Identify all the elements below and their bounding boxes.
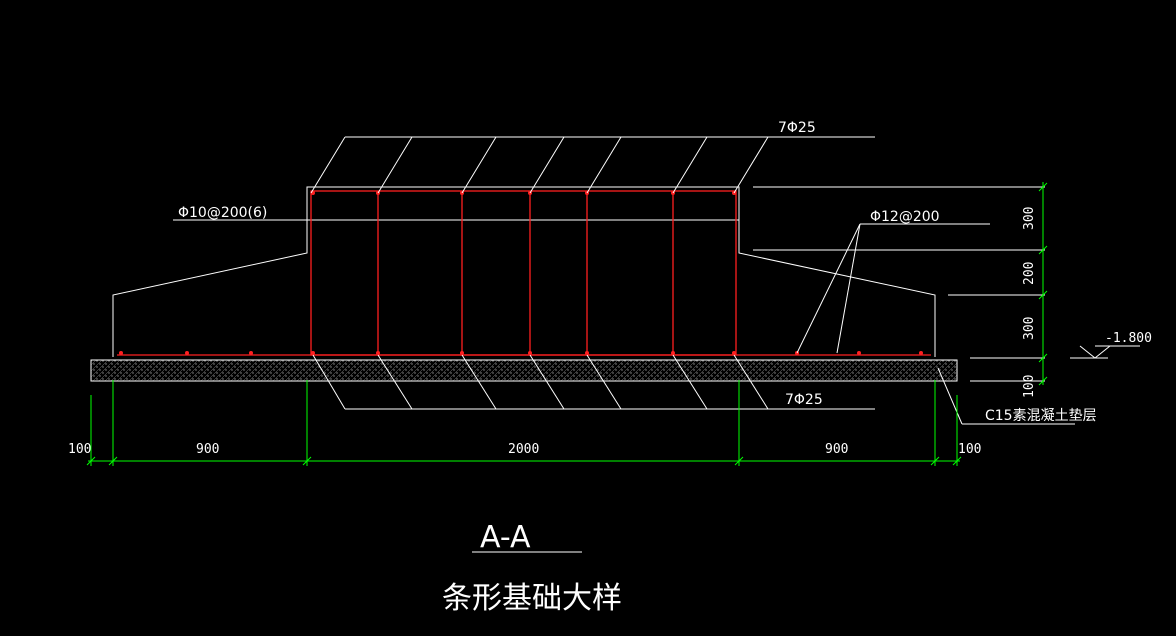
bottom-bars-label: 7Φ25 bbox=[785, 392, 823, 408]
dim-v-1: 300 bbox=[1022, 207, 1037, 230]
elevation-label: -1.800 bbox=[1105, 331, 1152, 346]
dim-v-4: 100 bbox=[1022, 375, 1037, 398]
section-title: A-A bbox=[480, 520, 531, 555]
leader-lines bbox=[173, 136, 1140, 425]
dim-h-5: 100 bbox=[958, 442, 981, 457]
dim-h-4: 900 bbox=[825, 442, 848, 457]
distribution-bars-label: Φ12@200 bbox=[870, 209, 940, 225]
cushion-label: C15素混凝土垫层 bbox=[985, 408, 1097, 424]
rebar-cage bbox=[117, 190, 931, 356]
stirrups-label: Φ10@200(6) bbox=[178, 205, 267, 221]
dimension-lines bbox=[86, 182, 1048, 466]
top-bars-label: 7Φ25 bbox=[778, 120, 816, 136]
dim-v-2: 200 bbox=[1022, 262, 1037, 285]
footing-outline bbox=[112, 186, 936, 357]
drawing-name: 条形基础大样 bbox=[442, 581, 622, 616]
dim-h-2: 900 bbox=[196, 442, 219, 457]
dim-h-1: 100 bbox=[68, 442, 91, 457]
dim-h-3: 2000 bbox=[508, 442, 539, 457]
cushion-layer bbox=[90, 359, 958, 382]
dim-v-3: 300 bbox=[1022, 317, 1037, 340]
